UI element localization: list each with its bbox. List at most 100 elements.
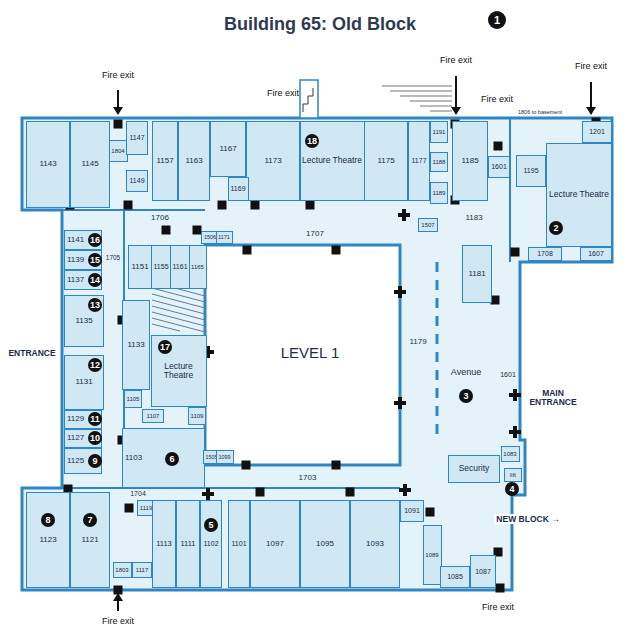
stair-hatch <box>152 282 205 332</box>
room-number: 1113 <box>156 540 172 548</box>
door-marker <box>218 201 227 210</box>
fire-exit-label: Fire exit <box>482 603 514 612</box>
door-marker <box>162 226 171 235</box>
room-box: Security <box>448 455 500 483</box>
callout-number: 16 <box>88 233 102 247</box>
entrance-label: MAIN ENTRANCE <box>524 389 582 408</box>
room-box: 1087 <box>470 555 496 588</box>
room-number: 1703 <box>299 474 317 483</box>
stair-symbol <box>300 80 318 118</box>
room-box: 1181 <box>462 245 492 303</box>
room-box: 1191 <box>430 121 448 143</box>
room-box: 1111 <box>176 500 200 588</box>
room-number: 1131 <box>75 378 92 387</box>
room-number: 1188 <box>433 159 446 166</box>
room-box: 1173 <box>246 121 300 201</box>
room-number: 1155 <box>153 263 168 271</box>
room-box: 1093 <box>350 500 400 588</box>
corridor-area: 1706 <box>120 210 200 226</box>
room-number: 1195 <box>523 167 538 175</box>
room-number: 1171 <box>218 234 230 240</box>
room-number: 1165 <box>191 264 204 271</box>
room-box: 1177 <box>408 121 430 201</box>
room-number: 1085 <box>447 573 463 581</box>
corridor-area: 1183 <box>452 203 496 233</box>
room-number: 1705 <box>106 254 120 261</box>
room-number: 1143 <box>39 160 56 169</box>
room-number: 1601 <box>491 163 507 171</box>
corridor-area: Avenue <box>440 305 492 440</box>
room-box: 1151 <box>128 245 152 289</box>
room-box: 1121 <box>70 492 110 588</box>
room-box: 1167 <box>210 121 246 177</box>
room-number: 1109 <box>191 413 204 420</box>
room-number: lift <box>510 472 516 479</box>
room-number: 1173 <box>264 157 281 166</box>
room-number: 1139 <box>67 256 84 265</box>
fire-exit-label: Fire exit <box>102 617 134 626</box>
room-number: 1091 <box>404 507 420 515</box>
room-box: 1097 <box>250 500 300 588</box>
room-number: 1123 <box>39 536 56 545</box>
door-marker <box>332 246 341 255</box>
room-number: 1161 <box>172 263 187 271</box>
room-box: 1185 <box>452 121 488 201</box>
room-number: 1095 <box>316 540 334 549</box>
room-number: 1189 <box>433 190 446 197</box>
dashed-line <box>436 262 439 440</box>
door-marker <box>511 248 520 257</box>
fire-exit-label: Fire exit <box>575 62 607 71</box>
room-box: 1123 <box>26 492 70 588</box>
corridor-area: 1179 <box>400 245 436 440</box>
callout-number: 8 <box>41 513 55 527</box>
corridor-area: 1601 <box>496 355 520 395</box>
door-marker <box>124 201 133 210</box>
room-number: 1507 <box>421 222 434 229</box>
room-number: 1169 <box>230 185 245 193</box>
room-number: 1141 <box>67 236 84 245</box>
callout-number: 17 <box>158 340 172 354</box>
door-markers <box>64 118 603 595</box>
fire-exit-arrow <box>113 76 596 611</box>
room-number: 1163 <box>185 157 202 166</box>
cross-markers <box>202 209 521 500</box>
room-box: 1103 <box>122 428 205 488</box>
cross-marker <box>394 286 406 298</box>
fire-exit-label: Fire exit <box>481 95 513 104</box>
room-number: 1107 <box>147 413 160 420</box>
door-marker <box>256 488 265 497</box>
room-number: 1149 <box>129 177 144 185</box>
room-number: 1105 <box>127 396 140 403</box>
room-number: 1181 <box>468 270 485 279</box>
room-number: 1167 <box>219 145 236 154</box>
fire-exit-label: Fire exit <box>267 89 299 98</box>
stair-note: 1806 to basement <box>518 109 562 115</box>
room-box: 1607 <box>580 247 612 261</box>
building-outline <box>22 118 612 590</box>
room-number: 1183 <box>465 214 482 223</box>
room-number: 1704 <box>130 490 146 498</box>
room-number: 1506 <box>204 234 216 240</box>
callout-number: 4 <box>505 482 519 496</box>
room-number: 1089 <box>425 552 438 559</box>
room-box: Lecture Theatre <box>300 121 365 201</box>
room-box: 1147 <box>126 121 148 155</box>
door-marker <box>114 120 123 129</box>
cross-marker <box>398 209 410 221</box>
room-number: 1125 <box>67 457 84 466</box>
door-marker <box>306 201 315 210</box>
room-box: 1101 <box>228 500 250 588</box>
room-number: 1097 <box>266 540 284 549</box>
room-number: 1119 <box>140 505 152 512</box>
door-marker <box>243 246 252 255</box>
callout-number: 6 <box>165 452 179 466</box>
room-box: 1804 <box>109 140 128 162</box>
corridor-area: 1705 <box>104 226 122 290</box>
room-box: 1708 <box>528 247 562 261</box>
room-number: Lecture Theatre <box>152 362 206 381</box>
room-number: 1135 <box>75 317 92 326</box>
room-number: 1087 <box>475 568 491 576</box>
room-number: 1185 <box>461 157 478 166</box>
door-marker <box>242 461 251 470</box>
corridor-area: 1704 <box>120 488 156 500</box>
